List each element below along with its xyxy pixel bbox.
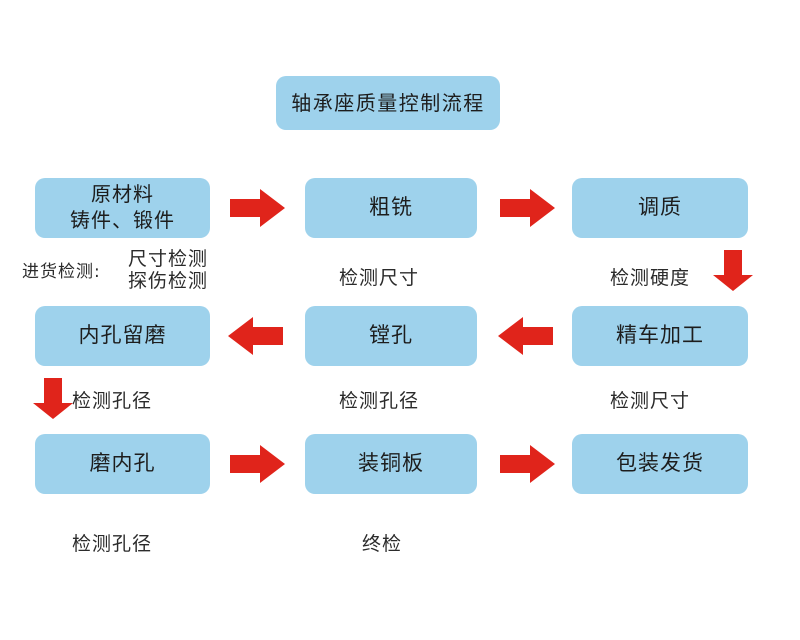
node-packing-shipping[interactable]: 包装发货 xyxy=(572,434,748,494)
node-bore-reserve-grinding[interactable]: 内孔留磨 xyxy=(35,306,210,366)
node-quench-temper-text: 调质 xyxy=(638,195,682,220)
node-raw-material-text: 原材料 铸件、锻件 xyxy=(70,182,175,233)
arrow-left-icon-1 xyxy=(228,316,284,356)
arrow-down-icon-left xyxy=(32,378,74,420)
arrow-right-icon-2 xyxy=(500,188,556,228)
arrow-right-icon-1 xyxy=(230,188,286,228)
caption-incoming-inspection-items: 尺寸检测 探伤检测 xyxy=(128,248,209,293)
node-bore-reserve-grinding-text: 内孔留磨 xyxy=(78,323,167,348)
node-packing-shipping-text: 包装发货 xyxy=(616,451,704,476)
caption-incoming-inspection-line2: 探伤检测 xyxy=(128,269,209,292)
caption-incoming-inspection-line1: 尺寸检测 xyxy=(128,248,209,270)
caption-check-bore-row3-left: 检测孔径 xyxy=(72,533,153,555)
node-raw-material-line2: 铸件、锻件 xyxy=(70,208,175,232)
caption-check-hardness-row1: 检测硬度 xyxy=(610,267,691,289)
arrow-down-icon-right xyxy=(712,250,754,292)
node-quench-temper[interactable]: 调质 xyxy=(572,178,748,238)
flowchart-title-box: 轴承座质量控制流程 xyxy=(276,76,500,130)
node-boring-text: 镗孔 xyxy=(369,323,413,348)
node-fine-turning[interactable]: 精车加工 xyxy=(572,306,748,366)
arrow-right-icon-4 xyxy=(500,444,556,484)
arrow-left-icon-2 xyxy=(498,316,554,356)
caption-check-dimension-row2-right: 检测尺寸 xyxy=(610,390,691,412)
caption-check-bore-row2-left: 检测孔径 xyxy=(72,390,153,412)
caption-incoming-inspection-label: 进货检测: xyxy=(22,262,101,282)
flowchart-title-text: 轴承座质量控制流程 xyxy=(291,90,485,115)
node-install-copper-plate-text: 装铜板 xyxy=(358,451,424,476)
caption-check-dimension-row1: 检测尺寸 xyxy=(339,267,420,289)
caption-check-bore-row2-mid: 检测孔径 xyxy=(339,390,420,412)
node-grind-inner-hole-text: 磨内孔 xyxy=(89,451,156,476)
arrow-right-icon-3 xyxy=(230,444,286,484)
node-fine-turning-text: 精车加工 xyxy=(616,323,704,348)
node-install-copper-plate[interactable]: 装铜板 xyxy=(305,434,477,494)
node-raw-material-line1: 原材料 xyxy=(91,182,154,207)
node-boring[interactable]: 镗孔 xyxy=(305,306,477,366)
node-raw-material[interactable]: 原材料 铸件、锻件 xyxy=(35,178,210,238)
node-grind-inner-hole[interactable]: 磨内孔 xyxy=(35,434,210,494)
node-rough-milling[interactable]: 粗铣 xyxy=(305,178,477,238)
node-rough-milling-text: 粗铣 xyxy=(369,195,413,220)
caption-final-inspection: 终检 xyxy=(362,533,403,555)
